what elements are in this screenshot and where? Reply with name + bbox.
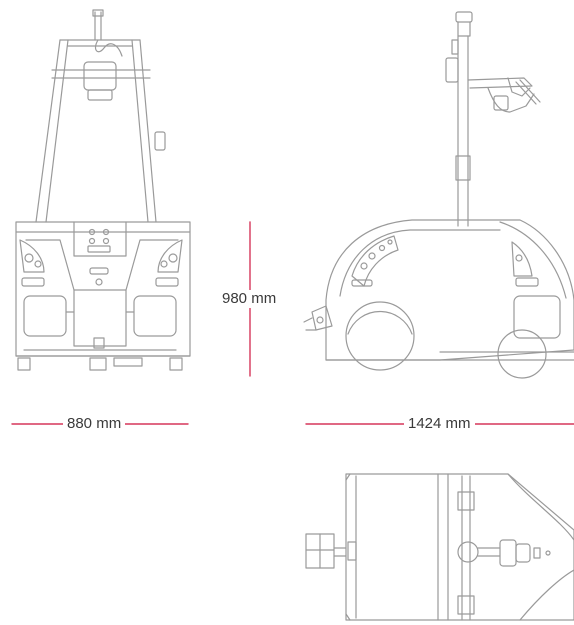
height-dimension-label: 980 mm <box>218 290 281 308</box>
length-dimension-label: 1424 mm <box>404 415 475 433</box>
width-dimension-label: 880 mm <box>63 415 126 433</box>
side-view <box>303 11 574 379</box>
front-view <box>15 9 191 371</box>
top-view <box>305 473 574 621</box>
